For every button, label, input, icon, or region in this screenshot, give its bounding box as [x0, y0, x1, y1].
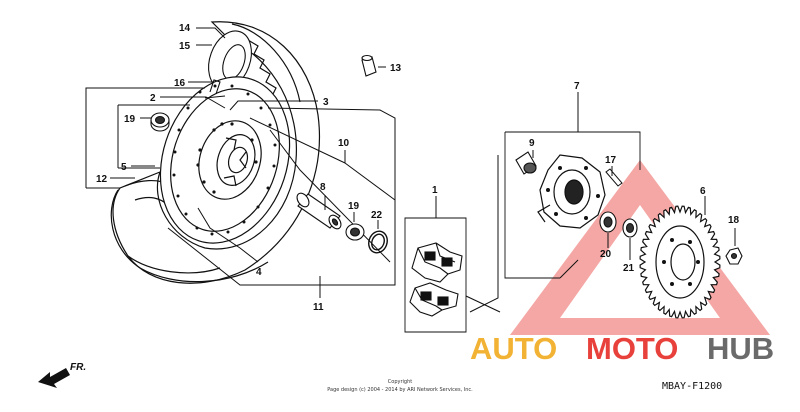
callout-16: 16 — [174, 78, 186, 89]
callout-9: 9 — [529, 138, 535, 149]
callout-8: 8 — [320, 182, 326, 193]
valve-stem — [204, 79, 226, 99]
callout-12: 12 — [96, 174, 108, 185]
sprocket-nut — [725, 247, 743, 265]
wheel-rim — [159, 76, 291, 244]
callout-1: 1 — [432, 185, 438, 196]
front-direction-label: FR. — [70, 362, 86, 373]
flange-box — [469, 92, 641, 313]
diagram-code: MBAY-F1200 — [662, 381, 722, 392]
callout-10: 10 — [338, 138, 350, 149]
callout-5: 5 — [121, 162, 127, 173]
callout-7: 7 — [574, 81, 580, 92]
flange-stud — [605, 166, 623, 187]
callout-19-right: 19 — [348, 201, 360, 212]
callout-22: 22 — [371, 210, 383, 221]
callout-3: 3 — [323, 97, 329, 108]
distance-collar — [296, 192, 342, 230]
leader-19-22 — [353, 212, 379, 229]
callout-19-left: 19 — [124, 114, 136, 125]
callout-4: 4 — [256, 267, 262, 278]
copyright-line-1: Copyright — [388, 379, 412, 385]
bearing-right — [345, 223, 365, 241]
watermark-word-auto: AUTO — [470, 331, 557, 366]
callout-numbers: 14 15 13 16 2 3 19 5 12 10 8 19 22 4 11 … — [96, 23, 740, 313]
callout-17: 17 — [605, 155, 617, 166]
rear-tire — [112, 21, 320, 284]
watermark-text: AUTO MOTO HUB — [470, 331, 774, 366]
driven-sprocket — [639, 205, 721, 319]
callout-21: 21 — [623, 263, 635, 274]
flange-collar — [515, 151, 537, 175]
front-direction-arrow-icon — [38, 368, 70, 388]
callout-11: 11 — [313, 302, 324, 313]
wheel-damper-rubber — [409, 242, 463, 317]
driven-flange — [537, 154, 606, 229]
damper-box — [404, 196, 501, 333]
watermark-word-moto: MOTO — [586, 331, 678, 366]
watermark-word-hub: HUB — [707, 331, 774, 366]
callout-15: 15 — [179, 41, 191, 52]
callout-14: 14 — [179, 23, 191, 34]
callout-18: 18 — [728, 215, 740, 226]
leader-20-21 — [607, 233, 631, 260]
copyright-line-2: Page design (c) 2004 - 2014 by ARI Netwo… — [327, 387, 473, 393]
callout-20: 20 — [600, 249, 612, 260]
bearing-left — [150, 112, 170, 132]
callout-13: 13 — [390, 63, 402, 74]
callout-6: 6 — [700, 186, 706, 197]
flange-seal — [622, 218, 638, 238]
callout-2: 2 — [150, 93, 156, 104]
flange-bearing — [599, 211, 617, 233]
dust-seal — [368, 230, 388, 254]
valve-cap — [361, 54, 377, 77]
